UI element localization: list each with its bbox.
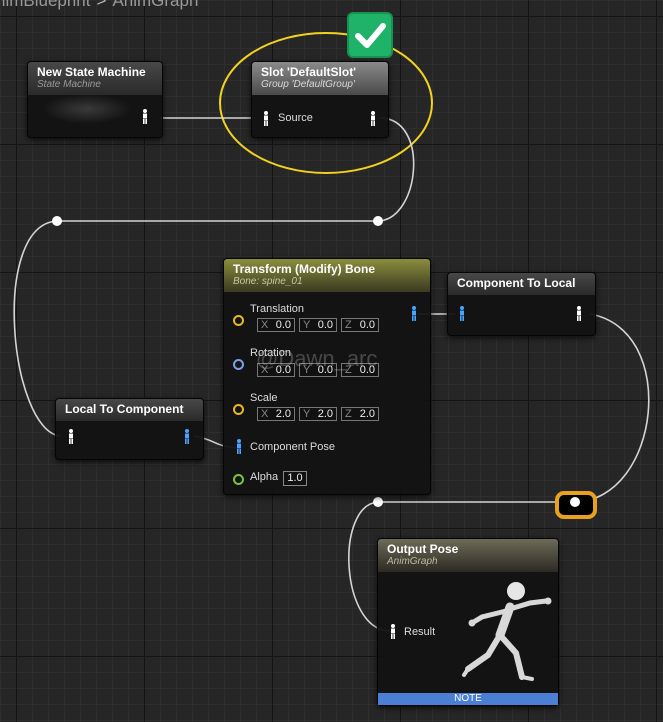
transform-bone-title: Transform (Modify) Bone [233,262,376,276]
translation-pin-icon[interactable] [233,315,244,326]
pose-pin-icon[interactable] [410,306,418,321]
pose-pin-icon[interactable] [369,111,377,126]
transform-bone-node[interactable]: Transform (Modify) Bone Bone: spine_01 T… [223,258,431,495]
pose-pin-icon[interactable] [67,429,75,444]
slot-subtitle: Group 'DefaultGroup' [261,79,355,90]
reroute-pin[interactable] [570,497,580,507]
output-pose-subtitle: AnimGraph [387,556,438,567]
state-machine-subtitle: State Machine [37,79,101,90]
scale-pin-icon[interactable] [233,404,244,415]
rotation-label: Rotation [250,347,291,359]
scale-label: Scale [250,392,278,404]
pose-pin-icon[interactable] [458,306,466,321]
alpha-label: Alpha [250,471,279,483]
pose-pin-icon[interactable] [183,429,191,444]
component-pose-label: Component Pose [250,441,335,453]
component-to-local-node[interactable]: Component To Local [447,272,596,336]
breadcrumb: nimBlueprint > AnimGraph [0,0,198,11]
watermark: @Dawn_arc [256,346,378,371]
pose-pin-icon[interactable] [141,109,149,124]
state-machine-node[interactable]: New State Machine State Machine [27,61,163,138]
output-result-label: Result [404,626,436,638]
breadcrumb-blueprint[interactable]: nimBlueprint [0,0,91,10]
pose-pin-icon[interactable] [389,624,397,639]
pose-pin-icon[interactable] [235,439,243,454]
reroute-node[interactable] [373,216,383,226]
alpha-input[interactable]: 1.0 [283,471,307,486]
breadcrumb-graph[interactable]: AnimGraph [112,0,199,10]
wire-reroute-to-local-to-component[interactable] [13,220,61,437]
highlight-ring [219,32,433,174]
output-pose-header: Output Pose AnimGraph [378,539,558,572]
wire-slot-to-reroute[interactable] [377,117,415,222]
slot-title: Slot 'DefaultSlot' [261,65,357,79]
slot-node[interactable]: Slot 'DefaultSlot' Group 'DefaultGroup' … [251,61,389,138]
note-bar: NOTE [378,693,558,705]
state-machine-title: New State Machine [37,65,146,79]
mannequin-icon [462,582,552,681]
slot-source-label: Source [278,112,313,124]
state-machine-header: New State Machine State Machine [28,62,162,95]
rotation-pin-icon[interactable] [233,359,244,370]
output-pose-node[interactable]: Output Pose AnimGraph Result NOTE [377,538,559,706]
reroute-node[interactable] [373,497,383,507]
wire-component-to-local-to-reroute[interactable] [574,313,650,503]
slot-header: Slot 'DefaultSlot' Group 'DefaultGroup' [252,62,388,95]
local-to-component-header: Local To Component [56,399,203,421]
check-icon [347,12,393,58]
component-to-local-header: Component To Local [448,273,595,295]
translation-label: Translation [250,303,305,315]
alpha-pin-icon[interactable] [233,474,244,485]
local-to-component-node[interactable]: Local To Component [55,398,204,460]
pose-pin-icon[interactable] [262,111,270,126]
transform-bone-subtitle: Bone: spine_01 [233,276,303,287]
breadcrumb-separator: > [96,0,107,10]
local-to-component-title: Local To Component [65,402,184,416]
pose-pin-icon[interactable] [575,306,583,321]
wire-reroute-to-output[interactable] [348,501,391,632]
blurred-preview [42,94,132,124]
transform-bone-header: Transform (Modify) Bone Bone: spine_01 [224,259,430,292]
output-pose-title: Output Pose [387,542,459,556]
component-to-local-title: Component To Local [457,276,576,290]
reroute-node[interactable] [52,216,62,226]
